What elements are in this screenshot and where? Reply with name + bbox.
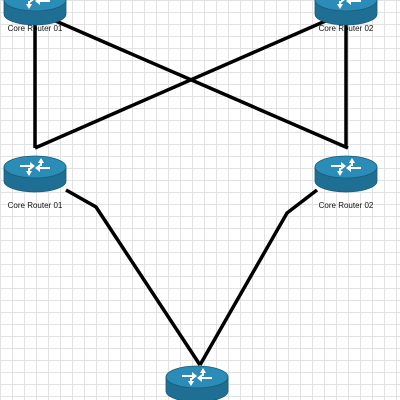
nodes-layer (3, 0, 378, 400)
router-arrows-icon (331, 158, 361, 176)
router-bottom[interactable] (165, 365, 229, 400)
link-middle-left-to-bottom[interactable] (65, 188, 202, 366)
labels-layer: Core Router 01 Core Router 02 Core Route… (8, 24, 374, 210)
router-top-left[interactable] (3, 0, 67, 26)
router-top-right[interactable] (314, 0, 378, 26)
router-arrows-icon (182, 368, 212, 386)
router-arrows-icon (331, 0, 361, 9)
link-middle-right-to-bottom[interactable] (198, 188, 319, 366)
link-top-right-to-middle-left[interactable] (34, 10, 347, 150)
label-middle-right: Core Router 02 (319, 201, 374, 210)
router-arrows-icon (20, 158, 50, 176)
router-arrows-icon (20, 0, 50, 9)
links-layer (33, 10, 349, 366)
label-top-right: Core Router 02 (319, 24, 374, 33)
label-middle-left: Core Router 01 (8, 201, 63, 210)
router-middle-right[interactable] (314, 155, 378, 193)
router-middle-left[interactable] (3, 155, 67, 193)
label-top-left: Core Router 01 (8, 24, 63, 33)
